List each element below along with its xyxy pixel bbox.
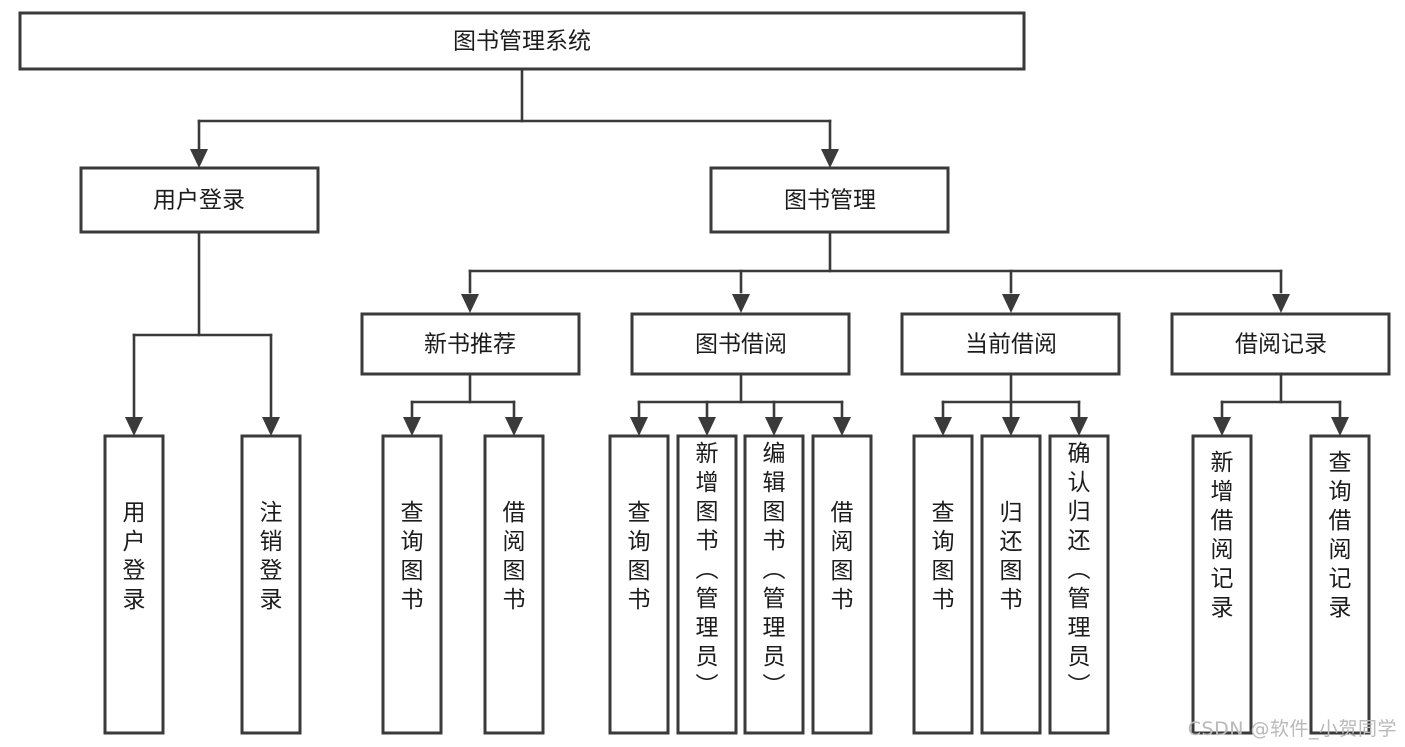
leaf-box[interactable]: 注销登录 xyxy=(240,434,302,735)
node-book-manage[interactable]: 图书管理 xyxy=(709,166,950,234)
node-current-borrow-label: 当前借阅 xyxy=(965,332,1057,358)
leaf-label-vertical-2-2: 编辑图书︵管理员︶ xyxy=(763,441,786,699)
node-new-book-recommend[interactable]: 新书推荐 xyxy=(360,312,581,376)
node-book-borrow-label: 图书借阅 xyxy=(695,332,787,358)
node-book-manage-label: 图书管理 xyxy=(784,188,876,214)
node-current-borrow[interactable]: 当前借阅 xyxy=(900,312,1121,376)
leaf-box[interactable]: 借阅图书 xyxy=(483,434,545,735)
leaf-box[interactable]: 查询图书 xyxy=(912,434,974,735)
leaf-box[interactable]: 用户登录 xyxy=(103,434,165,735)
leaf-box[interactable]: 查询图书 xyxy=(608,434,670,735)
leaf-box[interactable]: 编辑图书︵管理员︶ xyxy=(743,434,805,735)
connector-borrowrecord-to-leaves xyxy=(1213,372,1349,436)
connector-newbook-to-leaves xyxy=(403,372,523,436)
node-user-login-label: 用户登录 xyxy=(153,188,245,214)
node-new-book-recommend-label: 新书推荐 xyxy=(424,332,516,358)
leaf-label-vertical-4-1: 查询借阅记录 xyxy=(1329,450,1352,621)
leaf-label-vertical-1-0: 查询图书 xyxy=(401,500,424,613)
leaf-label-vertical-2-3: 借阅图书 xyxy=(831,500,854,613)
node-user-login[interactable]: 用户登录 xyxy=(79,166,320,234)
leaf-box[interactable]: 查询借阅记录 xyxy=(1309,434,1371,735)
node-root-label: 图书管理系统 xyxy=(453,29,591,55)
leaf-box[interactable]: 确认归还︵管理员︶ xyxy=(1048,434,1110,735)
connector-bookborrow-to-leaves xyxy=(630,372,851,436)
leaf-label-vertical-1-1: 借阅图书 xyxy=(503,500,526,613)
connector-bookmanage-to-level3 xyxy=(461,230,1290,313)
leaf-label-vertical-3-2: 确认归还︵管理员︶ xyxy=(1068,441,1091,699)
leaf-label-vertical-2-1: 新增图书︵管理员︶ xyxy=(696,441,719,699)
connector-currentborrow-to-leaves xyxy=(934,372,1088,436)
leaf-label-vertical-0-0: 用户登录 xyxy=(123,500,146,613)
leaf-box[interactable]: 新增借阅记录 xyxy=(1191,434,1253,735)
leaf-label-vertical-2-0: 查询图书 xyxy=(628,500,651,613)
connector-userlogin-to-leaves xyxy=(125,230,280,436)
leaf-label-vertical-3-1: 归还图书 xyxy=(1000,500,1023,613)
node-book-borrow[interactable]: 图书借阅 xyxy=(630,312,851,376)
leaf-label-vertical-4-0: 新增借阅记录 xyxy=(1211,450,1234,621)
node-root[interactable]: 图书管理系统 xyxy=(18,11,1026,71)
node-borrow-record[interactable]: 借阅记录 xyxy=(1170,312,1391,376)
leaf-box[interactable]: 查询图书 xyxy=(381,434,443,735)
leaf-box[interactable]: 新增图书︵管理员︶ xyxy=(676,434,738,735)
leaf-box[interactable]: 借阅图书 xyxy=(811,434,873,735)
leaf-label-vertical-0-1: 注销登录 xyxy=(260,500,283,613)
leaf-box[interactable]: 归还图书 xyxy=(980,434,1042,735)
leaf-label-vertical-3-0: 查询图书 xyxy=(932,500,955,613)
connector-root-to-level2 xyxy=(190,67,839,168)
node-borrow-record-label: 借阅记录 xyxy=(1235,332,1327,358)
